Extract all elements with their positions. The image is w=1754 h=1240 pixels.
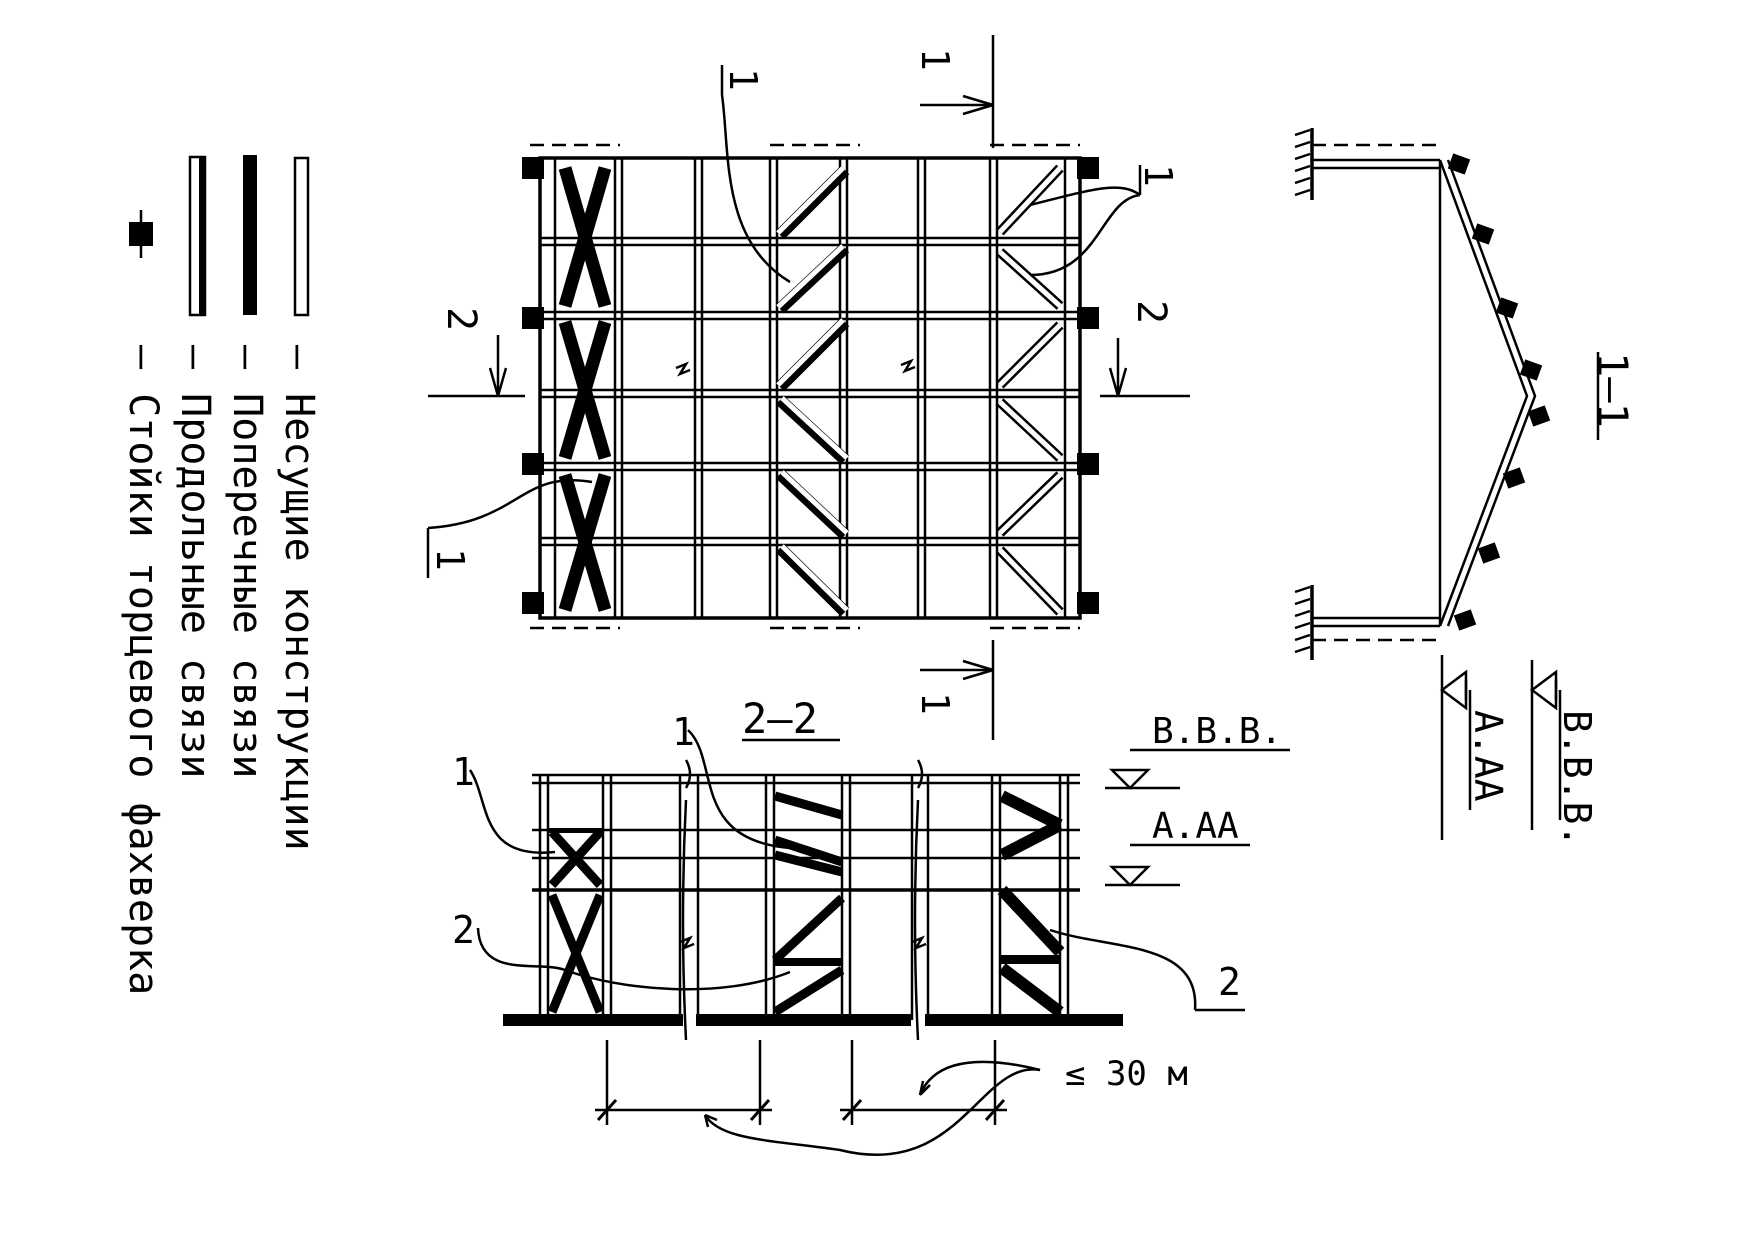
cut-label-2-right: 2 [1128, 300, 1174, 324]
cut-label-1-bottom: 1 [913, 692, 957, 715]
legend-symbol-bearing [293, 156, 310, 317]
section-2-2-callouts: 1 1 2 2 [452, 710, 1245, 1012]
section-1-1-title: 1–1 [1588, 352, 1637, 428]
section-1-1: 1–1 А.АА В.В.В. [1294, 128, 1637, 847]
section-2-2-right-bracing [997, 790, 1065, 1017]
section-1-1-level-low: А.АА [1466, 710, 1510, 802]
callout-plan-left: 1 [428, 548, 472, 571]
section-1-1-purlins [1447, 153, 1551, 631]
section-2-2-break-left [681, 759, 692, 1041]
legend-text-endposts: – Стойки торцевого фахверка [120, 345, 166, 995]
section-2-2: 2–2 [452, 694, 1290, 1157]
cut-label-1-top: 1 [913, 48, 957, 71]
section-2-2-title: 2–2 [742, 694, 818, 743]
cut-label-2-left: 2 [438, 307, 484, 331]
callout-2-2-1b: 1 [672, 710, 695, 754]
cut-mark-1-top: 1 [913, 35, 995, 148]
plan-transverse-hollow-bracing [996, 164, 1064, 616]
plan-longitudinal-bracing [775, 165, 850, 617]
section-2-2-foundation [503, 1014, 1123, 1026]
legend-symbol-longitudinal [188, 155, 207, 317]
section-2-2-middle-bracing [771, 791, 846, 1016]
section-2-2-level-high: В.В.В. [1152, 711, 1282, 752]
plan-end-posts [522, 157, 1099, 614]
section-2-2-level-low: А.АА [1152, 806, 1239, 847]
plan-break-left [675, 361, 691, 377]
legend-text-longitudinal: – Продольные связи [172, 345, 218, 778]
legend-text-transverse: – Поперечные связи [224, 345, 270, 778]
section-2-2-levels: В.В.В. А.АА [1105, 711, 1290, 887]
plan-break-right [900, 358, 916, 374]
callout-plan-right: 1 [1136, 164, 1180, 187]
callout-2-2-2b: 2 [1218, 960, 1241, 1004]
legend-text-bearing: – Несущие конструкции [276, 345, 322, 851]
plan-grid-verticals [613, 158, 999, 618]
callout-plan-top: 1 [721, 68, 765, 91]
section-1-1-levels: А.АА В.В.В. [1439, 655, 1599, 847]
section-2-2-break-right [913, 759, 924, 1041]
cut-mark-1-bottom: 1 [913, 640, 995, 740]
legend-symbol-endpost [129, 210, 153, 258]
cut-mark-2-right: 2 [1100, 300, 1190, 398]
plan-view: 1 1 2 2 1 1 [426, 35, 1190, 740]
plan-x-bracing [558, 166, 612, 612]
section-2-2-x-bracing [547, 828, 605, 1014]
callout-2-2-2a: 2 [452, 908, 475, 952]
legend: – Несущие конструкции – Поперечные связи… [120, 155, 322, 995]
plan-callouts: 1 1 1 [426, 65, 1180, 578]
section-2-2-spacing-dimension: ≤ 30 м [595, 1040, 1188, 1157]
section-1-1-level-high: В.В.В. [1555, 710, 1599, 847]
cut-mark-2-left: 2 [428, 307, 525, 398]
spacing-label: ≤ 30 м [1065, 1054, 1188, 1094]
callout-2-2-1a: 1 [452, 750, 475, 794]
plan-grid-horizontals [540, 236, 1080, 547]
legend-symbol-transverse [243, 155, 257, 315]
